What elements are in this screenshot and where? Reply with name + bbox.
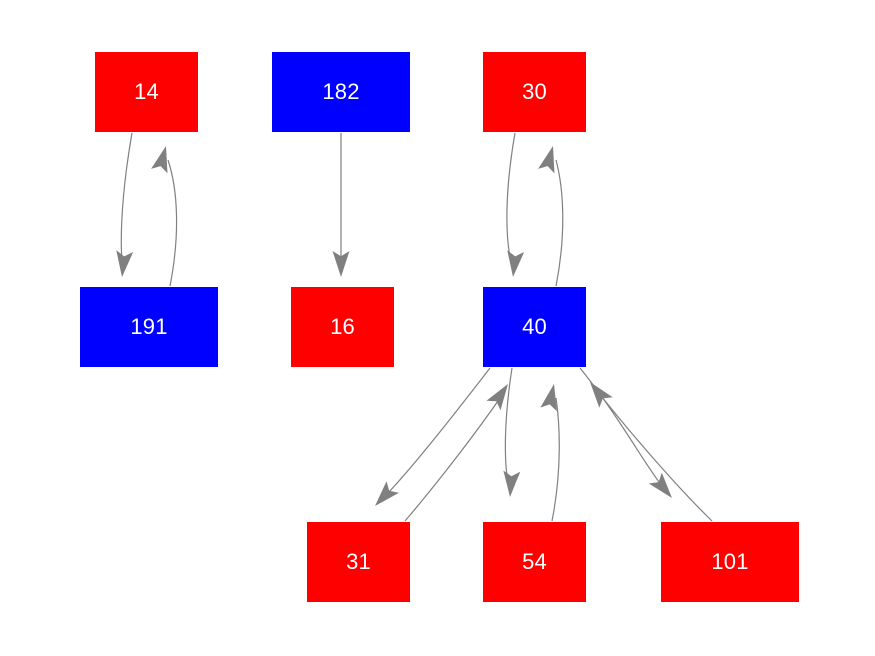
graph-node-label: 31: [346, 549, 371, 574]
graph-node-54[interactable]: 54: [483, 522, 586, 602]
graph-node-16[interactable]: 16: [291, 287, 394, 367]
graph-node-31[interactable]: 31: [307, 522, 410, 602]
graph-node-30[interactable]: 30: [483, 52, 586, 132]
graph-node-label: 101: [711, 549, 749, 574]
graph-node-182[interactable]: 182: [272, 52, 410, 132]
graph-node-label: 30: [522, 79, 547, 104]
graph-node-label: 191: [130, 314, 168, 339]
graph-node-191[interactable]: 191: [80, 287, 218, 367]
graph-node-101[interactable]: 101: [661, 522, 799, 602]
graph-node-label: 54: [522, 549, 547, 574]
graph-node-40[interactable]: 40: [483, 287, 586, 367]
graph-node-label: 14: [134, 79, 159, 104]
graph-node-label: 40: [522, 314, 547, 339]
graph-node-label: 182: [322, 79, 360, 104]
graph-node-label: 16: [330, 314, 355, 339]
graph-node-14[interactable]: 14: [95, 52, 198, 132]
